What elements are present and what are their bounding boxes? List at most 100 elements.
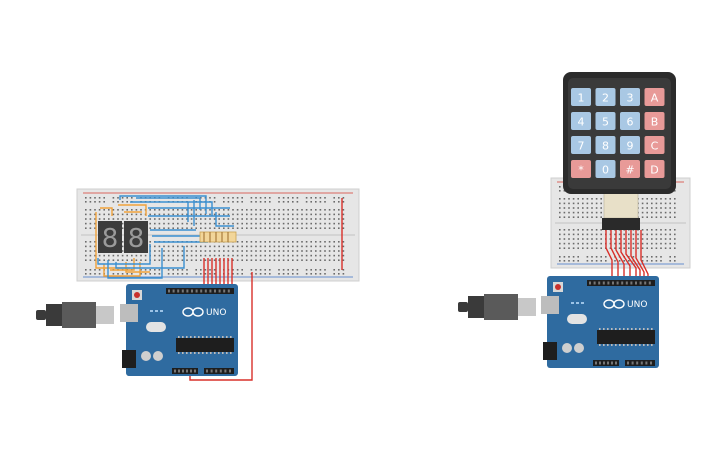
power-pin[interactable] <box>607 361 609 365</box>
digital-pin[interactable] <box>227 289 230 293</box>
orange-wire[interactable] <box>100 207 113 216</box>
usb-cable-icon[interactable] <box>36 302 114 328</box>
blue-wire[interactable] <box>130 201 213 216</box>
keypad-key[interactable]: A <box>644 88 665 106</box>
red-wires-right[interactable] <box>605 230 649 282</box>
keypad-key[interactable]: D <box>644 160 665 178</box>
blue-wire[interactable] <box>215 212 234 227</box>
usb-port[interactable] <box>541 296 559 314</box>
usb-port[interactable] <box>120 304 138 322</box>
keypad-key[interactable]: 9 <box>620 136 640 154</box>
keypad-key[interactable]: 0 <box>595 160 616 178</box>
keypad-header-connector[interactable] <box>602 218 640 230</box>
keypad-key[interactable]: 7 <box>571 136 591 154</box>
digital-pin-header[interactable] <box>587 280 655 286</box>
keypad-key[interactable]: 2 <box>595 88 616 106</box>
keypad-key[interactable]: B <box>644 112 665 130</box>
digital-pin[interactable] <box>177 289 180 293</box>
arduino-uno-right[interactable]: UNO <box>541 276 659 368</box>
seven-segment-display-pair[interactable]: 8 8 <box>98 221 148 254</box>
orange-wire[interactable] <box>125 262 150 273</box>
power-pin[interactable] <box>194 369 196 373</box>
red-wire[interactable] <box>625 230 637 282</box>
keypad-key[interactable]: 8 <box>595 136 616 154</box>
power-jack[interactable] <box>543 342 557 360</box>
power-pin[interactable] <box>611 361 613 365</box>
left-circuit[interactable]: 8 8 <box>36 188 360 381</box>
analog-pin-header[interactable] <box>204 368 234 374</box>
analog-pin[interactable] <box>640 361 643 365</box>
digital-pin[interactable] <box>648 281 651 285</box>
blue-wire[interactable] <box>136 197 201 210</box>
digital-pin[interactable] <box>602 281 605 285</box>
digital-pin[interactable] <box>598 281 601 285</box>
digital-pin[interactable] <box>635 281 637 285</box>
blue-wire[interactable] <box>97 244 151 265</box>
analog-pin[interactable] <box>627 361 629 365</box>
digital-pin[interactable] <box>214 289 216 293</box>
analog-pin[interactable] <box>224 369 227 373</box>
digital-pin[interactable] <box>612 281 614 285</box>
red-wire[interactable] <box>620 230 631 282</box>
power-pin[interactable] <box>603 361 605 365</box>
digital-pin[interactable] <box>181 289 184 293</box>
keypad-key[interactable]: # <box>620 160 640 178</box>
digital-pin[interactable] <box>607 281 610 285</box>
digital-pin[interactable] <box>195 289 198 293</box>
digital-pin[interactable] <box>209 289 212 293</box>
blue-wire[interactable] <box>115 246 185 269</box>
analog-pin[interactable] <box>631 361 634 365</box>
digital-pin[interactable] <box>616 281 619 285</box>
red-wire[interactable] <box>605 230 613 282</box>
digital-pin[interactable] <box>593 281 596 285</box>
digital-pin[interactable] <box>625 281 628 285</box>
power-pin[interactable] <box>615 361 617 365</box>
digital-pin[interactable] <box>172 289 175 293</box>
keypad-key[interactable]: 3 <box>620 88 640 106</box>
digital-pin[interactable] <box>589 281 591 285</box>
red-wire[interactable] <box>610 230 619 282</box>
keypad-key[interactable]: * <box>571 160 591 178</box>
keypad-key[interactable]: 5 <box>595 112 616 130</box>
red-wire[interactable] <box>615 230 625 282</box>
power-pin-header[interactable] <box>172 368 198 374</box>
power-pin[interactable] <box>595 361 597 365</box>
keypad-key[interactable]: 1 <box>571 88 591 106</box>
power-pin[interactable] <box>182 369 184 373</box>
resistor-block[interactable] <box>199 231 237 243</box>
analog-pin[interactable] <box>206 369 208 373</box>
keypad-key[interactable]: 4 <box>571 112 591 130</box>
analog-pin[interactable] <box>219 369 222 373</box>
digital-pin[interactable] <box>644 281 647 285</box>
resistor-array[interactable] <box>199 231 237 243</box>
seven-segment-display-1[interactable] <box>98 221 122 253</box>
power-pin-header[interactable] <box>593 360 619 366</box>
power-pin[interactable] <box>178 369 180 373</box>
power-jack[interactable] <box>122 350 136 368</box>
arduino-uno-left[interactable]: UNO <box>120 284 238 376</box>
orange-wires[interactable] <box>95 204 150 277</box>
keypad-ribbon-connector[interactable] <box>602 191 640 230</box>
power-pin[interactable] <box>190 369 192 373</box>
seven-segment-display-2[interactable] <box>124 221 148 253</box>
digital-pin[interactable] <box>186 289 189 293</box>
digital-pin[interactable] <box>639 281 642 285</box>
digital-pin-header[interactable] <box>166 288 234 294</box>
analog-pin-header[interactable] <box>625 360 655 366</box>
keypad-key[interactable]: 6 <box>620 112 640 130</box>
digital-pin[interactable] <box>168 289 170 293</box>
power-pin[interactable] <box>599 361 601 365</box>
digital-pin[interactable] <box>191 289 193 293</box>
blue-wires[interactable] <box>97 195 234 279</box>
analog-pin[interactable] <box>215 369 218 373</box>
blue-wire[interactable] <box>107 248 163 279</box>
digital-pin[interactable] <box>200 289 203 293</box>
orange-wire[interactable] <box>118 204 147 216</box>
orange-wire[interactable] <box>110 258 135 271</box>
orange-wire[interactable] <box>103 262 141 277</box>
analog-pin[interactable] <box>229 369 231 373</box>
